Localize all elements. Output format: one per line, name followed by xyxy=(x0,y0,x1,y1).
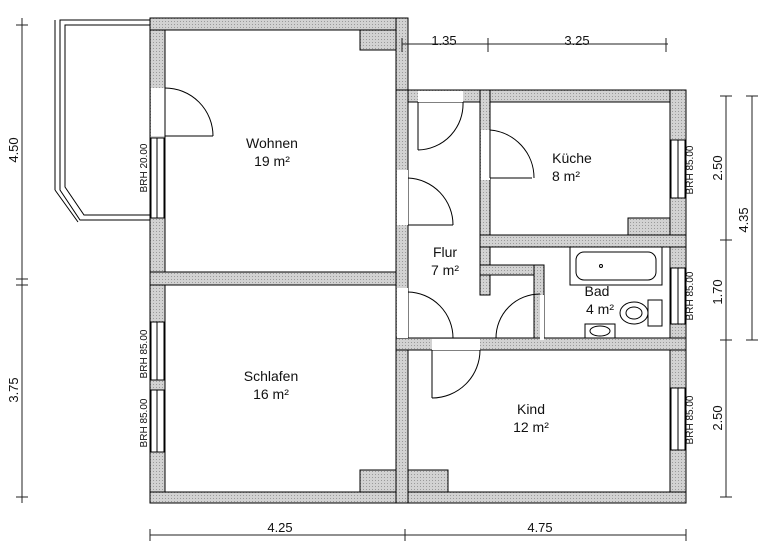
room-area-schlafen: 16 m² xyxy=(253,386,289,402)
dim-bottom-1: 4.25 xyxy=(267,520,292,535)
dim-left-2: 3.75 xyxy=(6,377,21,402)
toilet xyxy=(619,299,663,327)
dim-bottom-2: 4.75 xyxy=(527,520,552,535)
window-label-kueche: BRH 85.00 xyxy=(685,145,696,194)
room-name-schlafen: Schlafen xyxy=(244,368,298,384)
room-name-kueche: Küche xyxy=(552,150,592,166)
room-name-wohnen: Wohnen xyxy=(246,135,298,151)
wall-notches xyxy=(359,29,671,493)
window-label-bad: BRH 85.00 xyxy=(685,271,696,320)
dim-right-2: 1.70 xyxy=(710,279,725,304)
dim-left-1: 4.50 xyxy=(6,137,21,162)
windows xyxy=(150,137,686,453)
room-name-flur: Flur xyxy=(433,244,457,260)
room-name-bad: Bad xyxy=(585,283,610,299)
balcony-outline xyxy=(54,19,155,223)
dim-right-1: 2.50 xyxy=(710,155,725,180)
room-area-wohnen: 19 m² xyxy=(254,153,290,169)
dim-top-2: 3.25 xyxy=(564,33,589,48)
door-openings xyxy=(151,88,544,350)
dim-right-total: 4.35 xyxy=(736,207,751,232)
room-area-bad: 4 m² xyxy=(586,301,614,317)
room-area-kind: 12 m² xyxy=(513,419,549,435)
window-label-kind: BRH 85.00 xyxy=(685,395,696,444)
dimension-lines xyxy=(16,18,758,541)
room-area-flur: 7 m² xyxy=(431,262,459,278)
window-label-schlafen-2: BRH 85.00 xyxy=(139,398,150,447)
sink xyxy=(584,323,616,339)
window-label-wohnen: BRH 20.00 xyxy=(139,143,150,192)
room-name-kind: Kind xyxy=(517,401,545,417)
window-label-schlafen-1: BRH 85.00 xyxy=(139,329,150,378)
bathtub xyxy=(569,246,663,286)
dim-right-3: 2.50 xyxy=(710,405,725,430)
room-area-kueche: 8 m² xyxy=(552,168,580,184)
dim-top-1: 1.35 xyxy=(431,33,456,48)
door-swings xyxy=(164,87,541,399)
